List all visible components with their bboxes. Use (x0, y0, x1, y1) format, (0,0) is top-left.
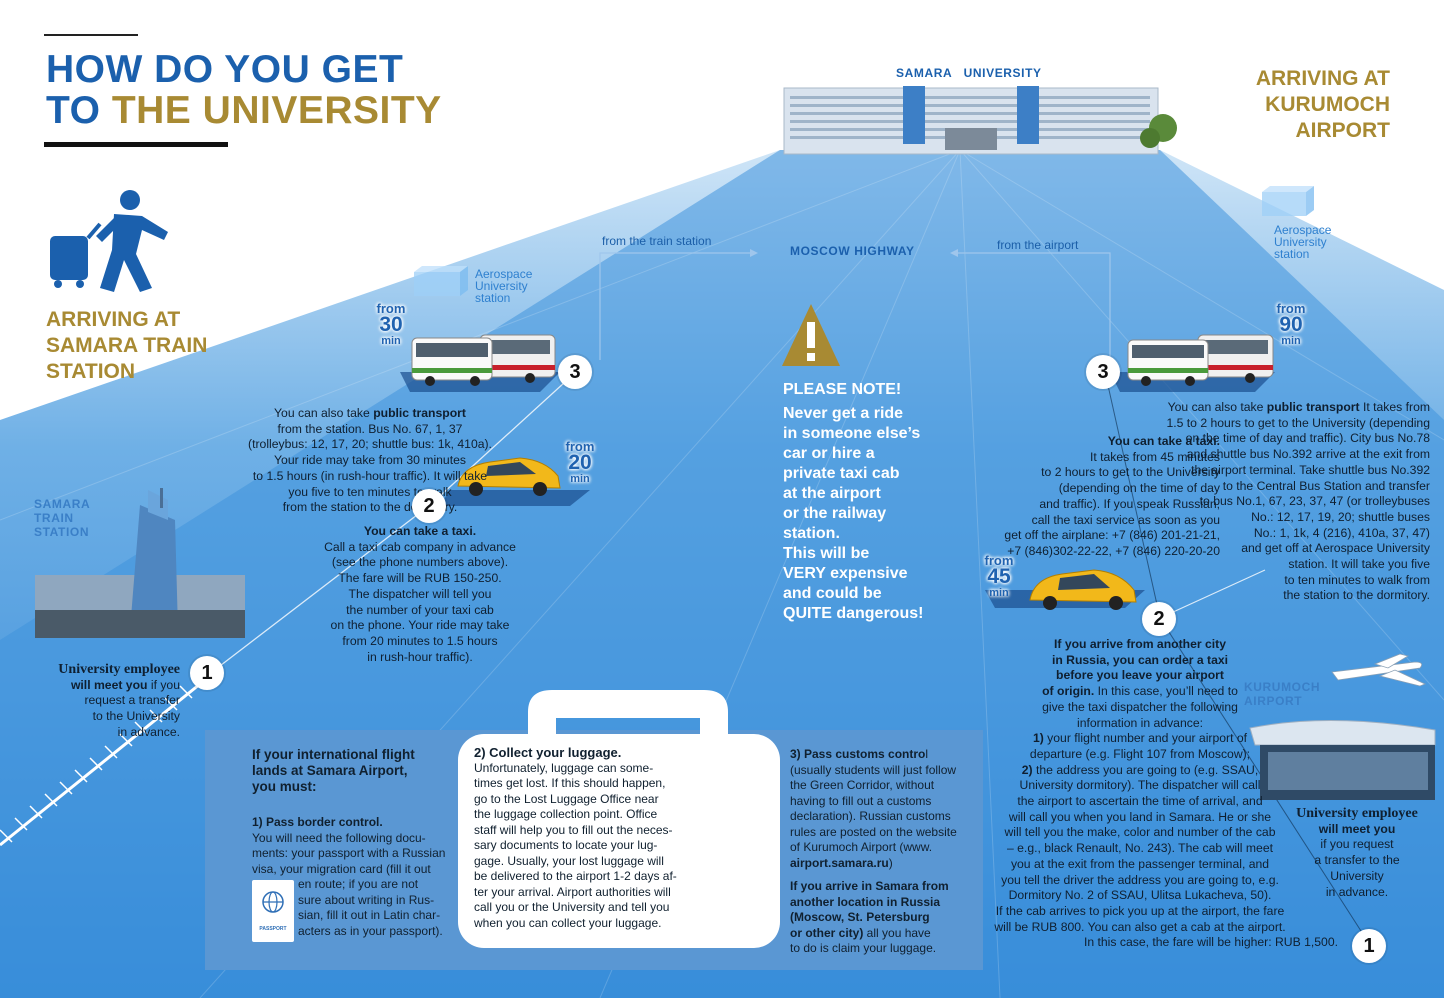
right-step1-other-city-text: If you arrive from another city in Russi… (994, 637, 1338, 950)
heading-kurumoch-airport: ARRIVING AT KURUMOCH AIRPORT (1255, 67, 1390, 142)
please-note-heading: PLEASE NOTE! (783, 381, 902, 398)
title-line-1: HOW DO YOU GET (46, 48, 404, 91)
time-badge-left-20: from 20 min (565, 439, 595, 485)
right-step1-meet-text: University employee will meet you if you… (1296, 806, 1418, 899)
step-number-right-1: 1 (1352, 929, 1386, 963)
from-train-station-label: from the train station (602, 234, 712, 248)
page-title: HOW DO YOU GET TO THE UNIVERSITY (46, 49, 442, 131)
left-step1-text: University employee will meet you if you… (58, 662, 180, 739)
step-number-left-2: 2 (412, 489, 446, 523)
airport-building (1249, 720, 1436, 800)
panel-step1: 1) Pass border control. You will need th… (252, 815, 446, 938)
university-label: SAMARA UNIVERSITY (896, 66, 1042, 80)
right-step2-text: You can take a taxi. It takes from 45 mi… (1004, 434, 1220, 558)
title-the-university: THE UNIVERSITY (111, 89, 442, 132)
step-number-right-3: 3 (1086, 355, 1120, 389)
header-rule-bottom (44, 142, 228, 147)
moscow-highway-label: MOSCOW HIGHWAY (790, 244, 915, 258)
panel-step3: 3) Pass customs control (usually student… (790, 747, 957, 955)
panel-step2: 2) Collect your luggage. Unfortunately, … (474, 745, 677, 930)
heading-train-station: ARRIVING AT SAMARA TRAIN STATION (46, 308, 208, 383)
please-note-box: PLEASE NOTE! Never get a ride in someone… (783, 380, 963, 624)
title-to: TO (46, 89, 101, 132)
aerospace-station-label-right: Aerospace University station (1274, 223, 1332, 261)
from-airport-label: from the airport (997, 238, 1079, 252)
buses-right (1127, 334, 1274, 386)
left-step3-text: You can also take public transport from … (248, 406, 492, 515)
title-line-2: TO THE UNIVERSITY (46, 90, 442, 131)
left-step2-text: You can take a taxi. Call a taxi cab com… (324, 524, 516, 664)
university-building (783, 86, 1177, 155)
step-number-right-2: 2 (1142, 602, 1176, 636)
traveler-icon (50, 190, 168, 292)
train-station-building (35, 488, 245, 638)
globe-icon (262, 891, 284, 913)
step-number-left-3: 3 (558, 355, 592, 389)
panel-intro: If your international flight lands at Sa… (252, 747, 415, 794)
aerospace-station-label-left: Aerospace University station (475, 267, 533, 305)
time-badge-left-30: from 30 min (376, 301, 406, 347)
passport-label: PASSPORT (259, 926, 287, 932)
buses-left (411, 334, 556, 386)
taxi-right (1029, 569, 1137, 610)
header-rule-top (44, 34, 138, 36)
airplane (1331, 653, 1427, 687)
kurumoch-airport-label: KURUMOCH AIRPORT (1244, 680, 1321, 708)
step-number-left-1: 1 (190, 656, 224, 690)
taxi-left (457, 457, 561, 496)
passport-icon: PASSPORT (252, 880, 294, 942)
samara-train-station-label: SAMARA TRAIN STATION (34, 497, 91, 539)
airport-website-link[interactable]: airport.samara.ru (790, 855, 889, 870)
warning-icon (782, 304, 840, 366)
right-step3-text: You can also take public transport It ta… (1166, 400, 1430, 603)
time-badge-right-45: from 45 min (984, 553, 1014, 599)
time-badge-right-90: from 90 min (1276, 301, 1306, 347)
